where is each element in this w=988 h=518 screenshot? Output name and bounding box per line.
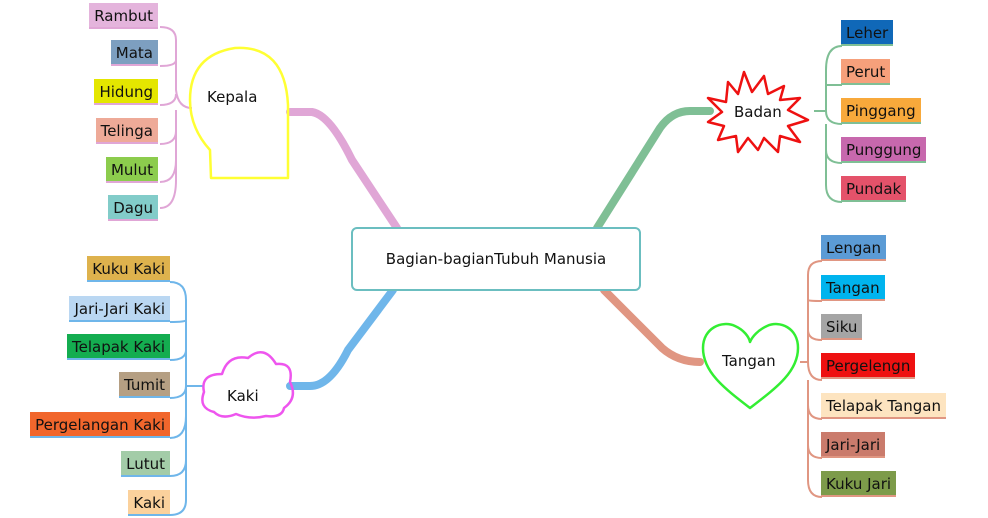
kaki-item[interactable]: Pergelangan Kaki [30,412,170,438]
tangan-item[interactable]: Kuku Jari [821,471,897,497]
badan-item[interactable]: Leher [841,20,894,46]
badan-item[interactable]: Pundak [841,176,907,202]
tangan-item[interactable]: Lengan [821,235,887,261]
kaki-item[interactable]: Tumit [118,372,170,398]
tangan-item[interactable]: Siku [821,314,863,340]
tangan-item[interactable]: Tangan [821,275,885,301]
branch-line-badan [593,107,714,232]
kepala-item[interactable]: Telinga [95,118,158,144]
badan-item[interactable]: Punggung [841,137,927,163]
kepala-item[interactable]: Mata [110,40,158,66]
kepala-item[interactable]: Dagu [108,195,158,221]
central-topic-label: Bagian-bagianTubuh Manusia [385,250,607,268]
tangan-item[interactable]: Telapak Tangan [821,393,946,419]
badan-sub-lines [814,45,843,203]
kaki-item[interactable]: Lutut [121,451,170,477]
kepala-item[interactable]: Rambut [89,3,158,29]
kepala-item[interactable]: Mulut [105,157,158,183]
heart-shape-icon [701,322,800,410]
kaki-item[interactable]: Kuku Kaki [87,256,170,282]
central-topic[interactable]: Bagian-bagianTubuh Manusia [351,227,641,291]
branch-line-kepala [286,108,401,232]
badan-item[interactable]: Pinggang [841,98,921,124]
tangan-item[interactable]: Pergelengn [821,353,916,379]
cloud-shape-icon [201,351,295,419]
badan-item[interactable]: Perut [841,59,891,85]
topic-tangan[interactable]: Tangan [722,352,776,370]
tangan-item[interactable]: Jari-Jari [821,432,886,458]
kaki-item[interactable]: Kaki [128,490,170,516]
kaki-item[interactable]: Jari-Jari Kaki [69,296,170,322]
kepala-item[interactable]: Hidung [94,79,158,105]
tangan-sub-lines [800,260,823,498]
branch-line-kaki [286,286,397,390]
topic-kaki[interactable]: Kaki [227,387,259,405]
topic-badan[interactable]: Badan [734,103,782,121]
kaki-item[interactable]: Telapak Kaki [67,334,170,360]
head-shape-icon [188,46,290,180]
kepala-sub-lines [159,26,193,209]
burst-shape-icon [706,70,810,154]
kaki-sub-lines [169,281,203,516]
topic-kepala[interactable]: Kepala [207,88,258,106]
branch-line-tangan [600,286,704,366]
